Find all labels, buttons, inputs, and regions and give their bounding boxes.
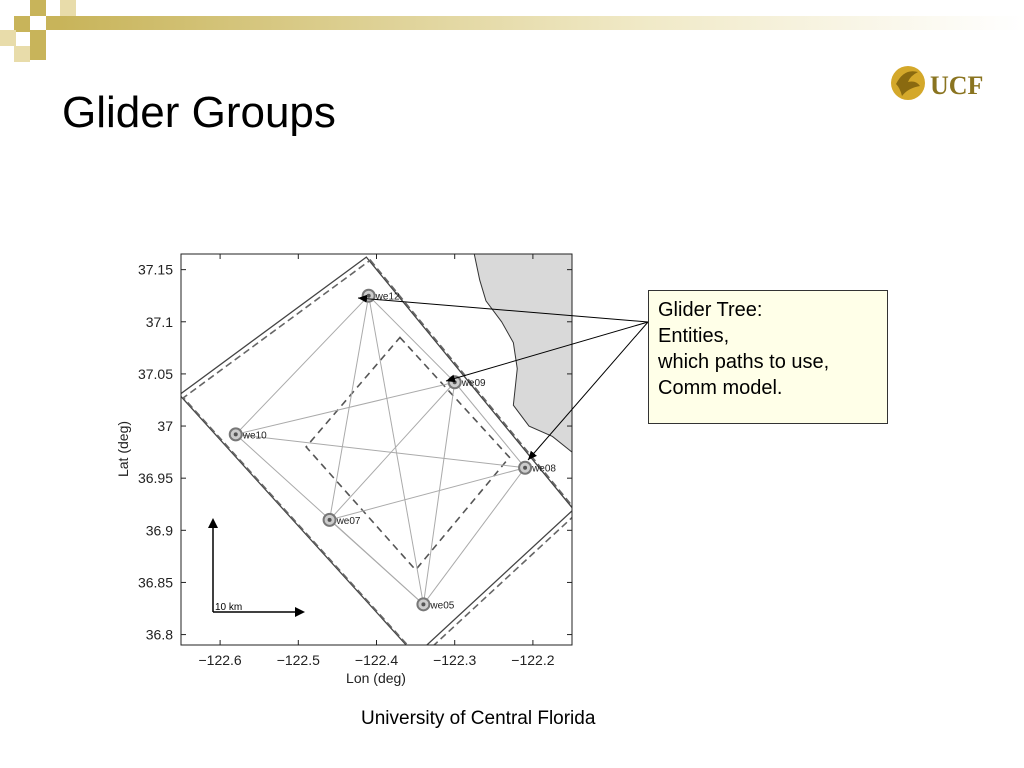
comm-link: [454, 381, 526, 469]
x-tick-label: −122.4: [355, 652, 398, 668]
glider-tree-callout: Glider Tree: Entities, which paths to us…: [648, 290, 888, 424]
y-tick-label: 37.05: [138, 366, 173, 382]
land-area: [474, 254, 572, 453]
comm-link: [368, 295, 424, 605]
y-tick-label: 36.9: [146, 522, 173, 538]
scale-bar: 10 km: [208, 518, 305, 617]
glider-center: [327, 517, 332, 522]
svg-text:UCF: UCF: [930, 71, 983, 100]
glider-center: [452, 380, 457, 385]
inner-track: [305, 336, 511, 572]
ucf-logo: UCF: [891, 66, 983, 100]
comm-link: [329, 519, 424, 605]
comm-link: [368, 295, 456, 383]
comm-link: [329, 381, 456, 521]
y-tick-label: 36.85: [138, 574, 173, 590]
x-tick-label: −122.5: [277, 652, 320, 668]
glider-label: we10: [242, 430, 267, 441]
callout-line: which paths to use,: [658, 351, 830, 373]
y-tick-label: 37.1: [146, 314, 173, 330]
glider-label: we08: [531, 464, 556, 475]
x-axis-label: Lon (deg): [346, 670, 406, 686]
callout-line: Comm model.: [658, 377, 783, 399]
glider-label: we09: [461, 378, 486, 389]
y-tick-label: 37: [157, 418, 173, 434]
x-tick-label: −122.3: [433, 652, 476, 668]
glider-center: [421, 602, 426, 607]
coastline: [473, 254, 572, 453]
glider-label: we07: [336, 516, 361, 527]
glider-label: we12: [375, 292, 400, 303]
comm-link: [423, 467, 526, 605]
y-tick-label: 37.15: [138, 262, 173, 278]
glider-label: we05: [429, 600, 454, 611]
y-axis-label: Lat (deg): [115, 421, 131, 477]
comm-link: [329, 467, 526, 521]
x-tick-label: −122.6: [198, 652, 241, 668]
callout-line: Entities,: [658, 325, 730, 347]
comm-link: [235, 295, 370, 435]
comm-link: [235, 381, 455, 435]
callout-pointers: [357, 294, 649, 461]
footer-text: University of Central Florida: [361, 708, 596, 729]
glider-center: [233, 432, 238, 437]
survey-boundary: [181, 256, 572, 645]
comm-link: [235, 433, 526, 469]
slide-title: Glider Groups: [62, 88, 336, 137]
outer-track: [182, 259, 572, 645]
scale-bar-label: 10 km: [215, 602, 242, 613]
callout-line: Glider Tree:: [658, 299, 763, 321]
glider-center: [523, 465, 528, 470]
x-tick-label: −122.2: [511, 652, 554, 668]
corner-decoration: [0, 0, 1024, 64]
comm-link: [422, 382, 456, 605]
glider-center: [366, 293, 371, 298]
y-tick-label: 36.95: [138, 470, 173, 486]
y-tick-label: 36.8: [146, 627, 173, 643]
